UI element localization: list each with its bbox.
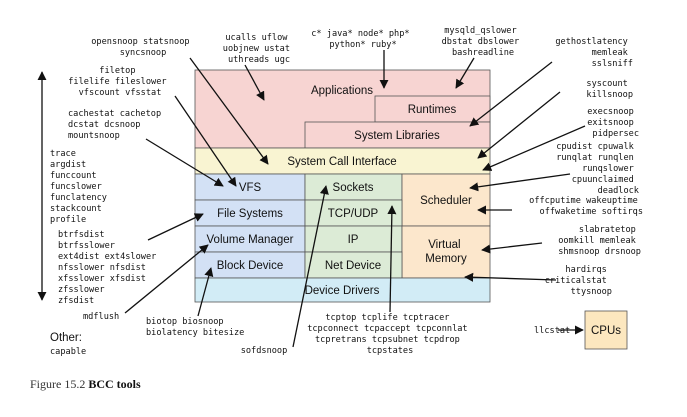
ucalls-tools: ucalls uflow uobjnew ustat uthreads ugc (223, 33, 295, 65)
offcputime-tools: offcputime wakeuptime offwaketime softir… (529, 196, 643, 217)
net-device-box (304, 251, 403, 279)
cachestat-tools: cachestat cachetop dcstat dcsnoop mounts… (68, 109, 166, 141)
arrow-cachestat (145, 138, 224, 187)
syscount-tools: syscount killsnoop (586, 79, 633, 100)
arrow-tcptop (387, 205, 397, 313)
sofdsnoop-tools: sofdsnoop (241, 346, 288, 356)
tcp-udp-label: TCP/UDP (328, 208, 379, 220)
figure-caption: Figure 15.2 BCC tools (30, 377, 141, 392)
cpudist-tools: cpudist cpuwalk runqlat runqlen runqslow… (556, 142, 640, 196)
block-device-label: Block Device (217, 260, 283, 272)
arrow-mysqld (455, 57, 475, 89)
file-systems-label: File Systems (217, 208, 283, 220)
other-tools: capable (50, 347, 86, 357)
arrow-ucalls (244, 64, 265, 101)
tool-labels: opensnoop statsnoop syncsnoop ucalls ufl… (50, 26, 643, 357)
system-libraries-label: System Libraries (354, 130, 440, 142)
arrow-filetop (174, 95, 237, 187)
slabratetop-tools: slabratetop oomkill memleak shmsnoop drs… (558, 225, 641, 257)
runtimes-label: Runtimes (408, 104, 457, 116)
mdflush-tools: mdflush (83, 312, 119, 322)
tcptop-tools: tcptop tcplife tcptracer tcpconnect tcpa… (307, 313, 473, 356)
applications-label: Applications (311, 85, 373, 97)
vfs-label: VFS (239, 182, 262, 194)
scheduler-label: Scheduler (420, 195, 472, 207)
llcstat-tools: llcstat (534, 326, 570, 336)
opensnoop-tools: opensnoop statsnoop syncsnoop (91, 37, 195, 58)
arrow-gethost (469, 61, 553, 127)
arrow-sofdsnoop (292, 185, 329, 348)
figure-caption-prefix: Figure 15.2 (30, 377, 89, 391)
virtual-memory-box (401, 225, 491, 279)
net-device-label: Net Device (325, 260, 381, 272)
tool-arrows (124, 50, 586, 348)
arrow-slabratetop (481, 242, 543, 254)
arrow-mdflush (124, 244, 209, 314)
arrow-biotop (197, 267, 214, 317)
other-label: Other: (50, 332, 82, 344)
arrow-btrfs (147, 213, 204, 241)
btrfs-tools: btrfsdist btrfsslower ext4dist ext4slowe… (58, 230, 162, 306)
system-call-interface-label: System Call Interface (287, 156, 396, 168)
volume-manager-label: Volume Manager (207, 234, 294, 246)
cpus-box (584, 310, 628, 350)
arrow-cpudist (469, 173, 571, 192)
arrow-hardirqs (464, 272, 557, 282)
cpus-label: CPUs (591, 325, 621, 337)
os-stack: Applications Runtimes System Libraries S… (194, 69, 628, 350)
device-drivers-label: Device Drivers (305, 285, 380, 297)
device-drivers-box (194, 277, 491, 303)
block-device-box (194, 251, 306, 279)
sockets-label: Sockets (333, 182, 374, 194)
filetop-tools: filetop filelife fileslower vfscount vfs… (68, 66, 172, 98)
hardirqs-tools: hardirqs criticalstat ttysnoop (545, 265, 612, 297)
virtual-memory-label: Virtual Memory (425, 239, 467, 265)
arrow-execsnoop (482, 125, 586, 171)
system-call-interface-box (194, 147, 491, 175)
arrow-opensnoop (189, 57, 269, 165)
vfs-box (194, 173, 306, 201)
ip-label: IP (348, 234, 359, 246)
file-systems-box (194, 199, 306, 227)
trace-tools: trace argdist funccount funcslower funcl… (50, 149, 112, 225)
arrow-syscount (477, 91, 561, 159)
biotop-tools: biotop biosnoop biolatency bitesize (146, 317, 244, 338)
execsnoop-tools: execsnoop exitsnoop pidpersec (587, 107, 639, 139)
language-tools: c* java* node* php* python* ruby* (311, 29, 415, 50)
mysqld-tools: mysqld_qslower dbstat dbslower bashreadl… (442, 26, 525, 58)
figure-caption-title: BCC tools (88, 377, 141, 391)
system-libraries-box (304, 121, 491, 149)
gethost-tools: gethostlatency memleak sslsniff (555, 37, 633, 69)
